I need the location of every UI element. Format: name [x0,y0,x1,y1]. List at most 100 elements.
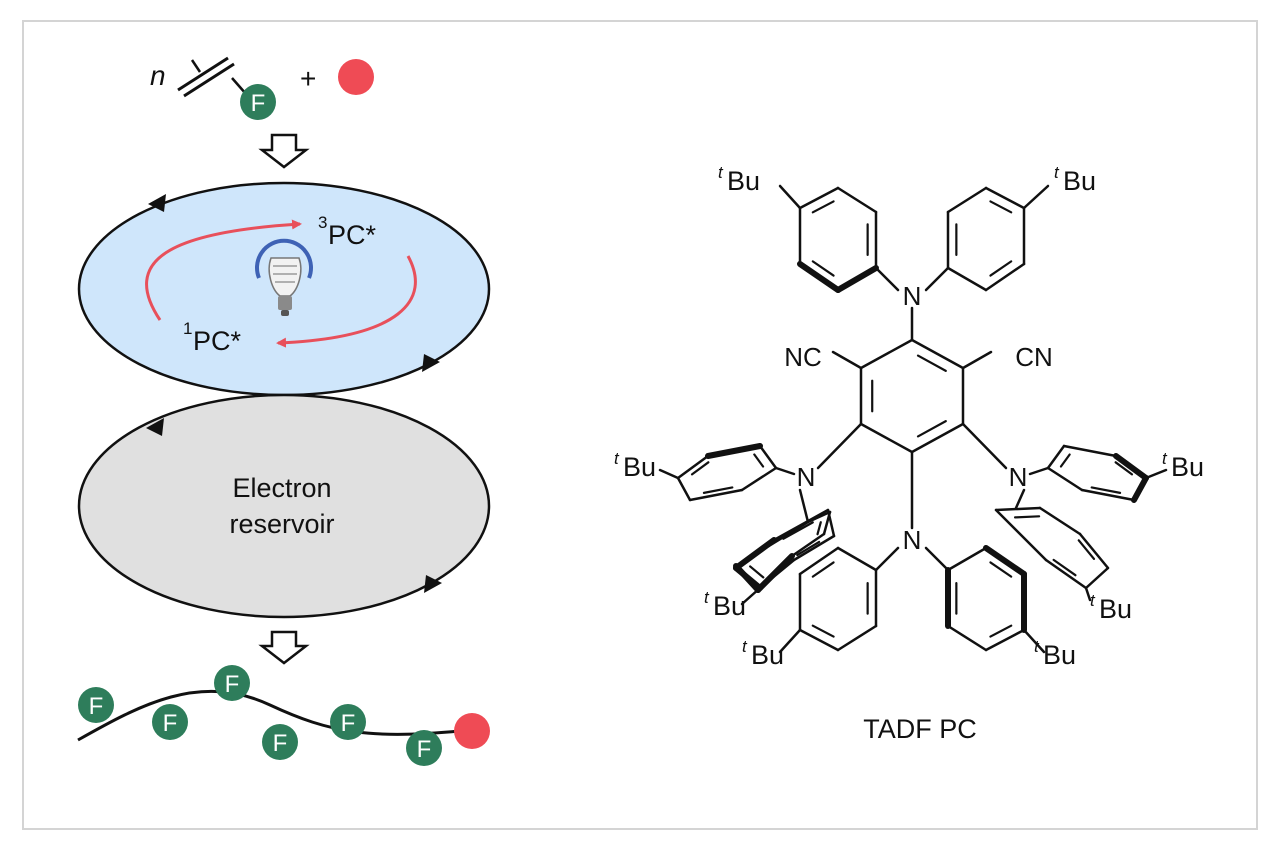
bond [658,468,680,480]
bond [961,350,993,370]
tbu-sup: t [718,163,724,182]
bond [1059,453,1071,468]
bond [989,200,1013,214]
cycle-arrowhead-bottom [422,354,440,372]
bond [836,546,878,572]
tbu-text: Bu [1171,452,1204,482]
molecule-caption: TADF PC [863,714,977,744]
bond [831,350,863,370]
bond [816,521,822,536]
reservoir-arrowhead-top [146,418,164,436]
bond [961,422,1008,470]
bond [740,586,762,606]
bond [676,454,710,480]
bond [874,546,900,572]
bond [797,261,841,293]
fluoro-monomer-icon [177,56,247,98]
tbu-sup: t [742,637,748,656]
bond [989,561,1013,578]
bond [811,200,835,214]
isc-arrow [145,219,302,321]
fluoro-group: F [330,704,366,740]
electron-reservoir [77,393,491,619]
tbu-text: Bu [1099,594,1132,624]
bond [1077,539,1096,560]
bond [798,546,840,576]
bond [874,266,900,292]
triplet-label: PC* [328,220,377,250]
bond [768,556,789,578]
tadf-molecule [658,184,1168,654]
bond [910,422,965,454]
bond [1044,558,1088,590]
bond [740,466,778,492]
bond [758,558,796,590]
fluoro-group: F [214,665,250,701]
bond [811,561,835,578]
bond [1144,468,1168,480]
bond [946,266,988,292]
bond [989,260,1013,277]
bond [924,266,950,292]
bond [910,338,965,370]
down-arrow-icon [258,133,310,169]
bond [811,624,835,638]
bond [989,624,1013,638]
nitrile-right: CN [1015,342,1053,372]
polymer-chain [77,689,471,742]
bond [690,461,710,476]
bond [753,453,765,468]
tbu-sup: t [704,588,710,607]
down-arrow-icon [258,630,310,665]
tbu-sup: t [1162,449,1168,468]
bond [924,546,950,572]
nitrogen-top: N [903,281,922,311]
risc-arrow [276,255,417,348]
nitrogen-bottom: N [903,525,922,555]
bond [946,546,988,572]
singlet-label: PC* [193,326,242,356]
light-bulb-icon [255,238,313,316]
tbu-text: Bu [623,452,656,482]
cycle-arrowhead-top [148,194,166,212]
plus-sign: + [300,63,316,94]
bond [1046,466,1084,492]
bond [1114,461,1134,476]
bond [749,565,765,579]
bond [983,545,1027,577]
monomer-n-label: n [150,60,166,91]
bond [778,184,802,210]
bond [811,260,835,277]
bond [1062,444,1118,458]
fluoro-label: F [341,710,356,737]
fluoro-label: F [163,710,178,737]
bond [1113,453,1149,481]
red-endgroup-icon [454,713,490,749]
bond [796,540,821,557]
fluoro-group: F [406,730,442,766]
bond [798,488,810,524]
bond [778,628,802,654]
fluoro-group: F [262,724,298,760]
singlet-sup: 1 [183,319,192,338]
bond [916,354,947,372]
nitrogen-right: N [1009,462,1028,492]
fluoro-group: F [152,704,188,740]
bond [758,444,778,470]
bond [1028,466,1050,476]
bond [733,565,763,591]
reaction-scheme: n F + 3 PC* 1 PC* [77,56,491,766]
bond [1084,566,1110,590]
bond [705,443,763,459]
tbu-text: Bu [1043,640,1076,670]
triplet-sup: 3 [318,213,327,232]
fluoro-label: F [273,730,288,757]
bond [1014,488,1026,510]
